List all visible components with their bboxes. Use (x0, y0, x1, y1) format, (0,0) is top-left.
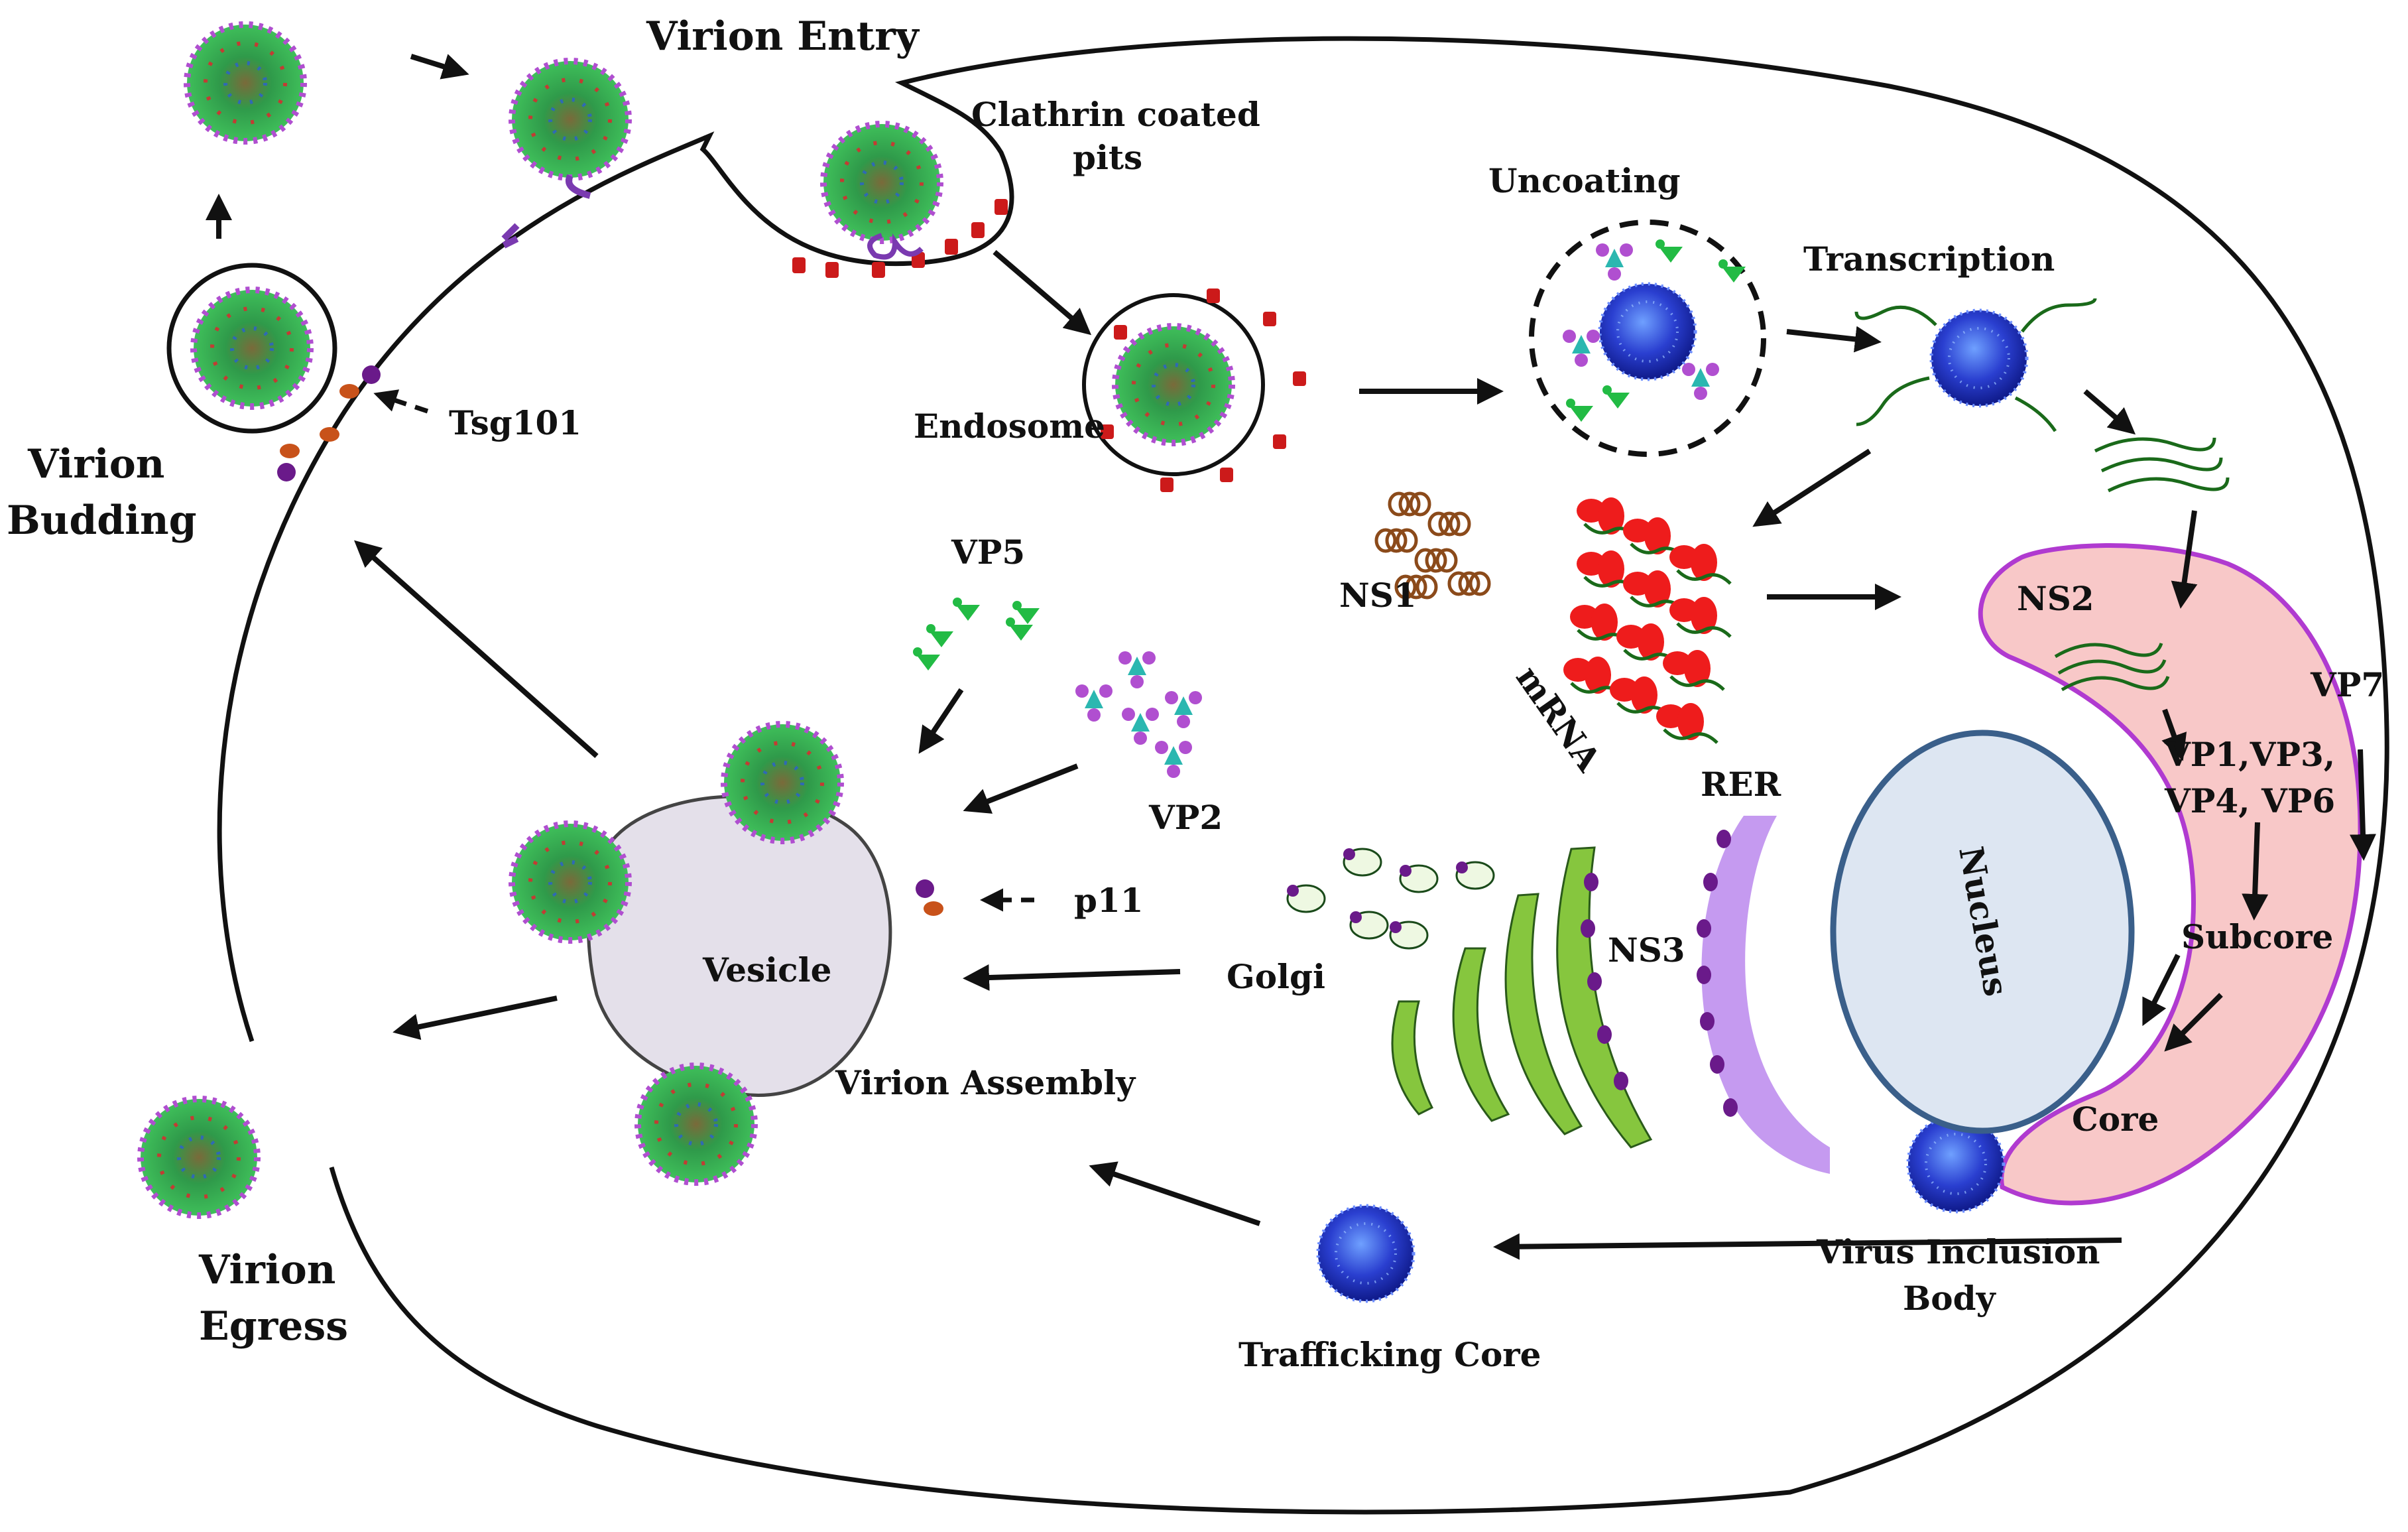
vp2-particle (1563, 330, 1600, 367)
cell-membrane (217, 36, 2389, 1515)
label-vesicle: Vesicle (702, 950, 831, 989)
endosome-markers (1101, 288, 1306, 492)
label-virion-egress-1: Virion (198, 1247, 335, 1293)
virion-assembling (512, 824, 629, 940)
label-vp5: VP5 (951, 533, 1025, 572)
virion-endosome (1115, 326, 1232, 443)
virion-assembling (724, 724, 841, 841)
label-clathrin-1: Clathrin coated (971, 95, 1260, 134)
label-vib-2: Body (1903, 1279, 1997, 1318)
label-vib-1: Virus Inclusion (1816, 1232, 2100, 1271)
virion-egressed (141, 1099, 257, 1216)
label-rer: RER (1701, 765, 1781, 804)
label-ns1: NS1 (1339, 576, 1417, 615)
mrna-strands (1854, 298, 2230, 493)
label-vp7: VP7 (2310, 665, 2384, 704)
label-ns2: NS2 (2017, 579, 2094, 618)
label-virion-entry: Virion Entry (646, 13, 920, 60)
assembly-vesicle (587, 795, 892, 1097)
golgi-vesicles (1286, 847, 1495, 950)
core-uncoating (1600, 284, 1695, 379)
mrna-ribosomes (1563, 497, 1730, 743)
dashed-arrows (373, 389, 1034, 912)
vp2-particle (1596, 243, 1633, 281)
rer-ribosomes (1697, 830, 1738, 1117)
label-endosome: Endosome (914, 407, 1105, 446)
label-clathrin-2: pits (1073, 138, 1142, 177)
label-ns3: NS3 (1608, 930, 1685, 970)
label-core: Core (2072, 1100, 2159, 1139)
virion-attaching (512, 61, 629, 178)
virion-assembling (638, 1066, 754, 1182)
vp5-particle (1718, 259, 1746, 283)
label-subcore: Subcore (2181, 917, 2333, 956)
label-trafficking-core: Trafficking Core (1238, 1335, 1541, 1374)
p11-marker (916, 879, 943, 916)
virus-inclusion-body (1978, 543, 2363, 1206)
label-uncoating: Uncoating (1488, 161, 1681, 200)
virion-in-pit (823, 124, 940, 241)
receptor-glyph-2 (867, 233, 924, 260)
virion-budding (194, 290, 310, 407)
core-transcribing (1931, 310, 2027, 406)
label-tsg101: Tsg101 (449, 403, 581, 442)
label-p11: p11 (1074, 881, 1144, 920)
label-virion-egress-2: Egress (199, 1303, 348, 1350)
rer (1701, 816, 1830, 1174)
vp5-pool (913, 598, 1040, 670)
label-virion-budding-1: Virion (27, 441, 164, 487)
label-golgi: Golgi (1227, 957, 1325, 996)
receptor-glyph (501, 174, 591, 249)
golgi-cisternae (1391, 846, 1653, 1149)
virion-free (187, 25, 304, 141)
vp2-particle (1682, 363, 1719, 400)
clathrin-markers (792, 199, 1008, 278)
vp5-particle (1566, 399, 1593, 422)
vp5-particle (1602, 385, 1630, 409)
vp5-particle (1656, 239, 1683, 263)
label-vp-list-2: VP4, VP6 (2164, 781, 2335, 820)
process-arrows (206, 54, 2376, 1260)
uncoating-vesicle (1529, 220, 1766, 457)
vib-mrna (2054, 643, 2170, 692)
golgi-ns3 (1581, 873, 1628, 1090)
label-vp2: VP2 (1148, 798, 1223, 837)
label-virion-assembly: Virion Assembly (835, 1063, 1136, 1102)
label-vp-list-1: VP1,VP3, (2164, 735, 2335, 774)
trafficking-core (1318, 1206, 1414, 1301)
tsg101-markers (277, 365, 381, 481)
label-virion-budding-2: Budding (7, 497, 197, 544)
label-transcription: Transcription (1803, 239, 2055, 279)
nucleus (1830, 730, 2135, 1134)
vp2-pool (1075, 651, 1202, 778)
